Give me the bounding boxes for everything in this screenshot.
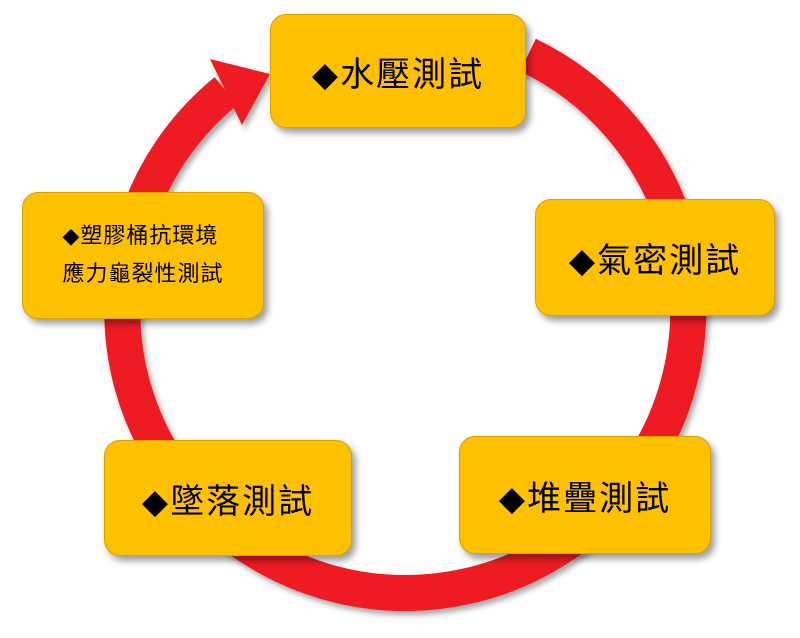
step-airtight-test: ◆氣密測試 <box>535 199 775 316</box>
step-stacking-test: ◆堆疊測試 <box>459 436 711 554</box>
step-drop-test: ◆墜落測試 <box>104 440 352 556</box>
step-label: ◆墜落測試 <box>141 481 315 522</box>
step-label-line1: ◆塑膠桶抗環境 <box>62 223 219 249</box>
step-label: ◆堆疊測試 <box>498 478 672 519</box>
step-label: ◆氣密測試 <box>568 241 742 281</box>
step-water-pressure-test: ◆水壓測試 <box>270 14 526 128</box>
step-label: ◆水壓測試 <box>311 54 485 95</box>
step-stress-crack-test: ◆塑膠桶抗環境 應力龜裂性測試 <box>22 192 264 319</box>
step-label-block: ◆塑膠桶抗環境 應力龜裂性測試 <box>62 218 223 294</box>
step-label-line2: 應力龜裂性測試 <box>62 261 224 287</box>
ring-arrowhead <box>210 59 270 125</box>
